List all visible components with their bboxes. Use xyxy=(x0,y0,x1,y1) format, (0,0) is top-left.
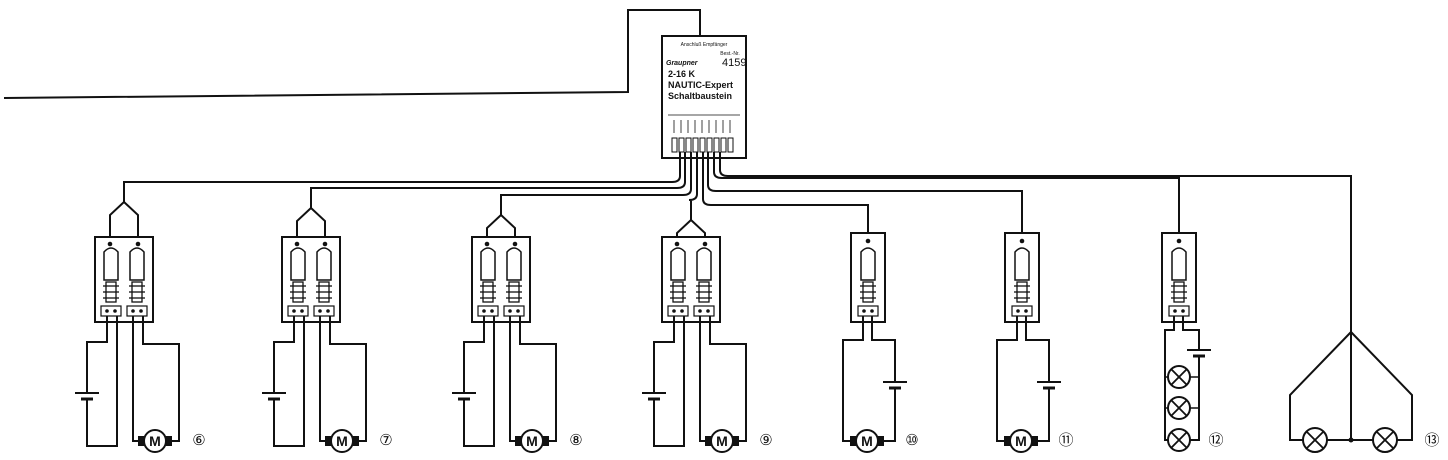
lamp-symbol xyxy=(1167,365,1191,389)
module-socket xyxy=(678,137,685,153)
module-brand: Graupner xyxy=(666,60,699,67)
switch-slot xyxy=(100,247,122,317)
lamp-symbol xyxy=(1302,427,1328,453)
lamp-symbol xyxy=(1167,396,1191,420)
module-socket xyxy=(671,137,678,153)
switch-slot xyxy=(477,247,499,317)
battery-symbol xyxy=(75,392,99,401)
output-number-label: ⑪ xyxy=(1058,432,1073,449)
output-branch-13: ⑬ xyxy=(719,152,1440,453)
switch-slot xyxy=(1168,247,1190,317)
battery-symbol xyxy=(642,392,666,401)
output-branch-12: ⑫ xyxy=(713,152,1224,452)
switch-slot xyxy=(313,247,335,317)
feed-wire xyxy=(688,152,698,220)
switch-slot xyxy=(287,247,309,317)
motor-letter: M xyxy=(1015,433,1027,449)
module-type: Schaltbaustein xyxy=(668,91,732,101)
switch-slot xyxy=(693,247,715,317)
module-socket xyxy=(727,137,734,153)
feed-wire xyxy=(719,152,1352,332)
motor-symbol: M xyxy=(705,429,739,453)
output-number-label: ⑧ xyxy=(569,432,582,449)
battery-symbol xyxy=(883,381,907,390)
motor-letter: M xyxy=(526,433,538,449)
switch-slot xyxy=(503,247,525,317)
output-number-label: ⑫ xyxy=(1208,432,1223,449)
switch-module: Anschluß Empfänger Best.-Nr. Graupner 41… xyxy=(661,35,747,159)
switch-slot xyxy=(667,247,689,317)
feed-wire xyxy=(707,152,1023,235)
module-name: NAUTIC-Expert xyxy=(668,80,733,90)
motor-symbol: M xyxy=(515,429,549,453)
battery-symbol xyxy=(262,392,286,401)
motor-symbol: M xyxy=(850,429,884,453)
feed-wire xyxy=(310,152,686,208)
motor-letter: M xyxy=(149,433,161,449)
lamp-symbol xyxy=(1372,427,1398,453)
feed-wire xyxy=(713,152,1180,235)
output-number-label: ⑦ xyxy=(379,432,392,449)
motor-letter: M xyxy=(861,433,873,449)
lamp-symbol xyxy=(1167,428,1191,452)
module-socket xyxy=(692,137,699,153)
motor-symbol: M xyxy=(325,429,359,453)
feed-wire xyxy=(500,152,692,215)
module-best-nr: Best.-Nr. xyxy=(720,51,739,57)
switch-slot xyxy=(1011,247,1033,317)
motor-letter: M xyxy=(716,433,728,449)
module-socket xyxy=(713,137,720,153)
receiver-lead xyxy=(3,9,701,99)
module-socket xyxy=(685,137,692,153)
battery-symbol xyxy=(1187,349,1211,358)
output-number-label: ⑬ xyxy=(1424,432,1439,449)
output-number-label: ⑨ xyxy=(759,432,772,449)
module-socket xyxy=(699,137,706,153)
module-socket xyxy=(720,137,727,153)
motor-symbol: M xyxy=(1004,429,1038,453)
output-number-label: ⑥ xyxy=(192,432,205,449)
switch-slot xyxy=(857,247,879,317)
battery-symbol xyxy=(1037,381,1061,390)
output-number-label: ⑩ xyxy=(905,432,918,449)
module-top-label: Anschluß Empfänger xyxy=(681,42,728,48)
feed-wire xyxy=(123,152,681,202)
module-part-number: 4159 xyxy=(722,57,746,69)
switch-slot xyxy=(126,247,148,317)
module-socket xyxy=(706,137,713,153)
battery-symbol xyxy=(452,392,476,401)
feed-wire xyxy=(702,152,869,235)
motor-symbol: M xyxy=(138,429,172,453)
motor-letter: M xyxy=(336,433,348,449)
module-model: 2-16 K xyxy=(668,69,696,79)
